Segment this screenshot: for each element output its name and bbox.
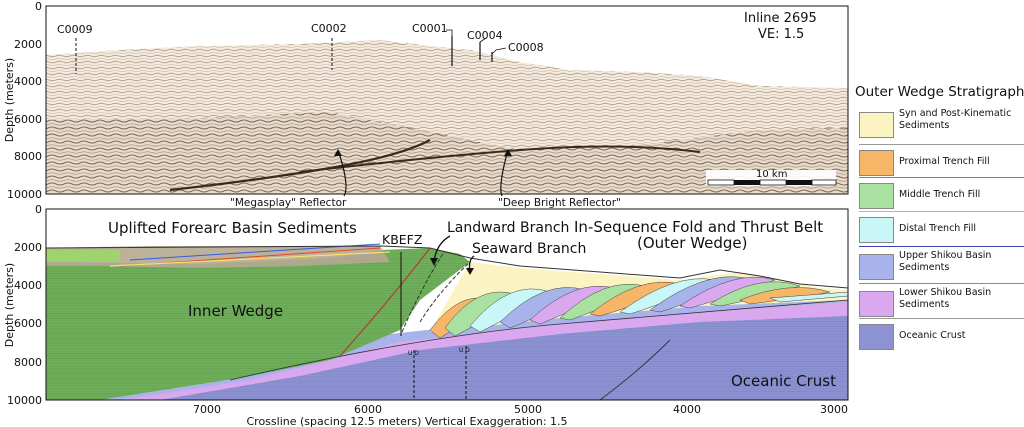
legend-label: Syn and Post-Kinematic Sediments bbox=[899, 108, 1012, 131]
well-label-c0009: C0009 bbox=[57, 23, 93, 36]
legend-separator bbox=[859, 318, 1024, 319]
legend-swatch bbox=[859, 150, 894, 176]
seafloor-line bbox=[46, 245, 848, 289]
bottom-x-tick: 3000 bbox=[820, 403, 848, 416]
oceanic-crust-label: Oceanic Crust bbox=[731, 372, 836, 390]
legend-label: Oceanic Crust bbox=[899, 330, 966, 341]
legend-swatch bbox=[859, 291, 894, 317]
bottom-x-tick: 4000 bbox=[673, 403, 701, 416]
forearc-yellow-horizon bbox=[109, 251, 391, 267]
inner-wedge-layer bbox=[46, 248, 470, 400]
in-sequence-label-2: (Outer Wedge) bbox=[637, 234, 748, 252]
legend-swatch bbox=[859, 217, 894, 243]
well-label-c0002: C0002 bbox=[311, 22, 347, 35]
megasplay-label: "Megasplay" Reflector bbox=[230, 197, 347, 209]
legend-item: Syn and Post-Kinematic Sediments bbox=[859, 108, 1024, 140]
top-y-axis-label: Depth (meters) bbox=[3, 58, 16, 142]
bottom-y-tick: 0 bbox=[35, 203, 42, 216]
legend-swatch bbox=[859, 324, 894, 350]
top-panel: C0009 C0002 C0001 C0004 C0008 Inline 269… bbox=[3, 0, 849, 209]
kbefz-label: KBEFZ bbox=[382, 232, 422, 247]
deep-bright-arrowhead bbox=[504, 149, 512, 156]
seaward-branch-label: Seaward Branch bbox=[472, 241, 586, 257]
deep-bright-label: "Deep Bright Reflector" bbox=[498, 197, 621, 209]
oceanic-crust-layer bbox=[150, 310, 848, 400]
legend-separator bbox=[859, 211, 1024, 212]
megasplay-arrowhead bbox=[334, 149, 342, 156]
well-c0008-pointer bbox=[491, 47, 507, 55]
legend-item: Upper Shikou Basin Sediments bbox=[859, 250, 1024, 282]
top-y-tick: 2000 bbox=[14, 38, 42, 51]
top-y-tick: 0 bbox=[35, 0, 42, 13]
top-y-ticks: 0 2000 4000 6000 8000 10000 bbox=[7, 0, 42, 201]
scale-bar: 10 km bbox=[706, 169, 837, 186]
uplifted-forearc-layer bbox=[46, 246, 390, 268]
bottom-x-tick: 6000 bbox=[354, 403, 382, 416]
top-y-tick: 4000 bbox=[14, 75, 42, 88]
legend-swatch bbox=[859, 254, 894, 280]
legend-item: Lower Shikou Basin Sediments bbox=[859, 287, 1024, 319]
top-y-tick: 10000 bbox=[7, 188, 42, 201]
top-seismic-deep bbox=[46, 112, 848, 194]
bottom-y-tick: 4000 bbox=[14, 279, 42, 292]
bottom-y-axis-label: Depth (meters) bbox=[3, 263, 16, 347]
bottom-y-tick: 2000 bbox=[14, 241, 42, 254]
inner-wedge-label: Inner Wedge bbox=[188, 302, 283, 320]
inline-label: Inline 2695 bbox=[744, 11, 817, 26]
bottom-x-ticks: 7000 6000 5000 4000 3000 bbox=[193, 403, 848, 416]
legend-label: Middle Trench Fill bbox=[899, 189, 981, 200]
well-label-c0008: C0008 bbox=[508, 41, 544, 54]
legend-separator bbox=[859, 283, 1024, 284]
bottom-y-tick: 8000 bbox=[14, 356, 42, 369]
legend-separator bbox=[859, 246, 1024, 247]
landward-fault bbox=[401, 251, 445, 333]
legend-separator bbox=[859, 177, 1024, 178]
bottom-y-ticks: 0 2000 4000 6000 8000 10000 bbox=[7, 203, 42, 407]
well-c0004-pointer bbox=[479, 37, 487, 43]
decollement-line bbox=[229, 299, 848, 381]
legend-title: Outer Wedge Stratigraphy bbox=[855, 84, 1024, 100]
bottom-panel: Uplifted Forearc Basin Sediments KBEFZ L… bbox=[3, 203, 849, 427]
legend-item: Oceanic Crust bbox=[859, 320, 1024, 352]
legend-item: Proximal Trench Fill bbox=[859, 146, 1024, 178]
legend-label: Proximal Trench Fill bbox=[899, 156, 990, 167]
legend-swatch bbox=[859, 112, 894, 138]
bottom-x-tick: 7000 bbox=[193, 403, 221, 416]
uplifted-forearc-label: Uplifted Forearc Basin Sediments bbox=[108, 219, 357, 237]
legend-item: Middle Trench Fill bbox=[859, 179, 1024, 211]
well-label-c0004: C0004 bbox=[467, 29, 503, 42]
legend-swatch bbox=[859, 183, 894, 209]
in-sequence-label-1: In-Sequence Fold and Thrust Belt bbox=[574, 218, 823, 236]
subducting-fault bbox=[599, 339, 671, 400]
legend-label: Distal Trench Fill bbox=[899, 223, 977, 234]
landward-branch-label: Landward Branch bbox=[447, 220, 569, 236]
top-y-tick: 6000 bbox=[14, 113, 42, 126]
bottom-y-tick: 6000 bbox=[14, 317, 42, 330]
bottom-x-tick: 5000 bbox=[514, 403, 542, 416]
ud-label-2: U D bbox=[459, 347, 470, 354]
bottom-y-tick: 10000 bbox=[7, 394, 42, 407]
landward-arrowhead bbox=[430, 258, 438, 266]
well-label-c0001: C0001 bbox=[412, 22, 448, 35]
ve-label: VE: 1.5 bbox=[758, 27, 804, 42]
uplifted-forearc-green-strip bbox=[46, 250, 120, 262]
legend: Outer Wedge Stratigraphy Syn and Post-Ki… bbox=[851, 84, 1024, 384]
legend-separator bbox=[859, 144, 1024, 145]
bottom-x-axis-label: Crossline (spacing 12.5 meters) Vertical… bbox=[246, 415, 567, 427]
legend-label: Upper Shikou Basin Sediments bbox=[899, 250, 992, 273]
seaward-arrowhead bbox=[466, 268, 474, 275]
scale-bar-label: 10 km bbox=[756, 169, 787, 180]
seaward-fault bbox=[419, 261, 471, 323]
lower-shikou-layer bbox=[120, 300, 848, 400]
top-y-tick: 8000 bbox=[14, 150, 42, 163]
well-c0001-pointer bbox=[446, 29, 453, 36]
deep-bright-reflector-line bbox=[299, 145, 701, 173]
legend-label: Lower Shikou Basin Sediments bbox=[899, 287, 992, 310]
thrust-sheets bbox=[429, 276, 848, 339]
legend-item: Distal Trench Fill bbox=[859, 213, 1024, 245]
megasplay-fault bbox=[339, 247, 431, 357]
ud-label-1: U D bbox=[408, 350, 419, 357]
